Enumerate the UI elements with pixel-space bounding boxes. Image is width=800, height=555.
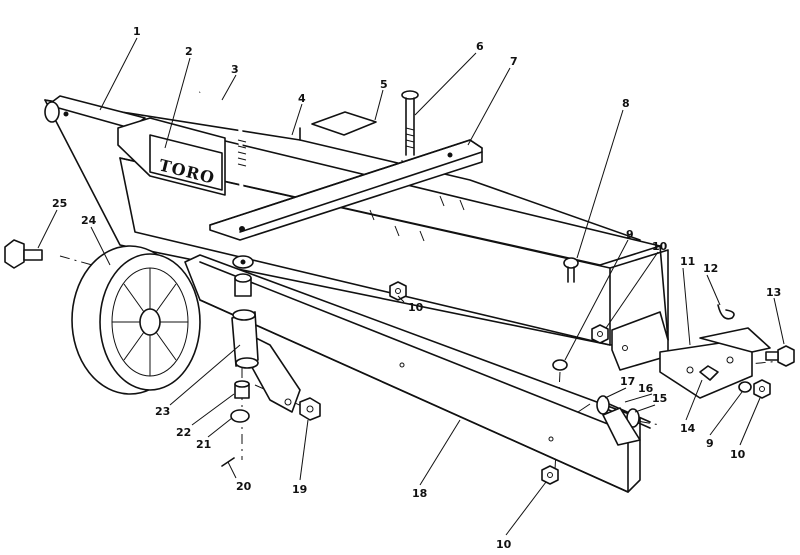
callout-19: 19	[292, 483, 307, 496]
carriage-bolt	[401, 90, 419, 156]
small-bolt	[563, 257, 579, 283]
caster-fork	[231, 309, 301, 413]
washer-lower	[230, 409, 250, 423]
callout-24: 24	[81, 214, 97, 227]
shaft-assembly	[577, 395, 651, 446]
callout-5: 5	[380, 78, 388, 91]
callout-25: 25	[52, 197, 67, 210]
callout-17: 17	[620, 375, 635, 388]
callout-20: 20	[236, 480, 252, 493]
callout-21: 21	[196, 438, 211, 451]
callout-10-bottom: 10	[496, 538, 512, 551]
decal-plate	[311, 111, 377, 136]
wheel	[71, 245, 201, 395]
callout-23: 23	[155, 405, 170, 418]
lower-channel	[184, 254, 641, 493]
callout-22: 22	[176, 426, 191, 439]
nut-10-frame	[389, 281, 407, 301]
cross-bar	[209, 139, 483, 241]
handle-tube	[44, 95, 146, 129]
washer-9-frame	[552, 359, 568, 371]
callout-2: 2	[185, 45, 193, 58]
callout-12: 12	[703, 262, 718, 275]
callout-7: 7	[510, 55, 518, 68]
nut-10-bottom	[541, 465, 559, 485]
callout-16: 16	[638, 382, 654, 395]
callout-18: 18	[412, 487, 427, 500]
axle-bolt	[4, 239, 43, 269]
callout-9-upper: 9	[626, 228, 634, 241]
callout-13: 13	[766, 286, 781, 299]
callout-1: 1	[133, 25, 141, 38]
callout-3: 3	[231, 63, 239, 76]
callout-11: 11	[680, 255, 695, 268]
callout-labels: 1 2 3 4 5 6 7 8 9 10 10 11 12 13 14 9 10…	[52, 25, 781, 551]
bracket-plate	[659, 327, 771, 399]
spacer	[234, 273, 252, 297]
washer-9-right	[738, 381, 752, 393]
nut-10-side	[591, 324, 609, 344]
callout-6: 6	[476, 40, 484, 53]
j-pin	[198, 88, 247, 226]
callout-4: 4	[298, 92, 306, 105]
bolt-13	[765, 345, 795, 367]
callout-10-right: 10	[730, 448, 746, 461]
leader-lines	[37, 37, 785, 536]
toro-bracket: TORO	[117, 117, 226, 196]
nut-19	[299, 397, 321, 421]
nut-10-right	[753, 379, 771, 399]
bushing	[234, 380, 250, 399]
callout-10-frame: 10	[408, 301, 424, 314]
callout-14: 14	[680, 422, 696, 435]
callout-15: 15	[652, 392, 667, 405]
callout-9-lower: 9	[706, 437, 714, 450]
callout-10-upper: 10	[652, 240, 668, 253]
callout-8: 8	[622, 97, 630, 110]
clip	[717, 304, 735, 320]
